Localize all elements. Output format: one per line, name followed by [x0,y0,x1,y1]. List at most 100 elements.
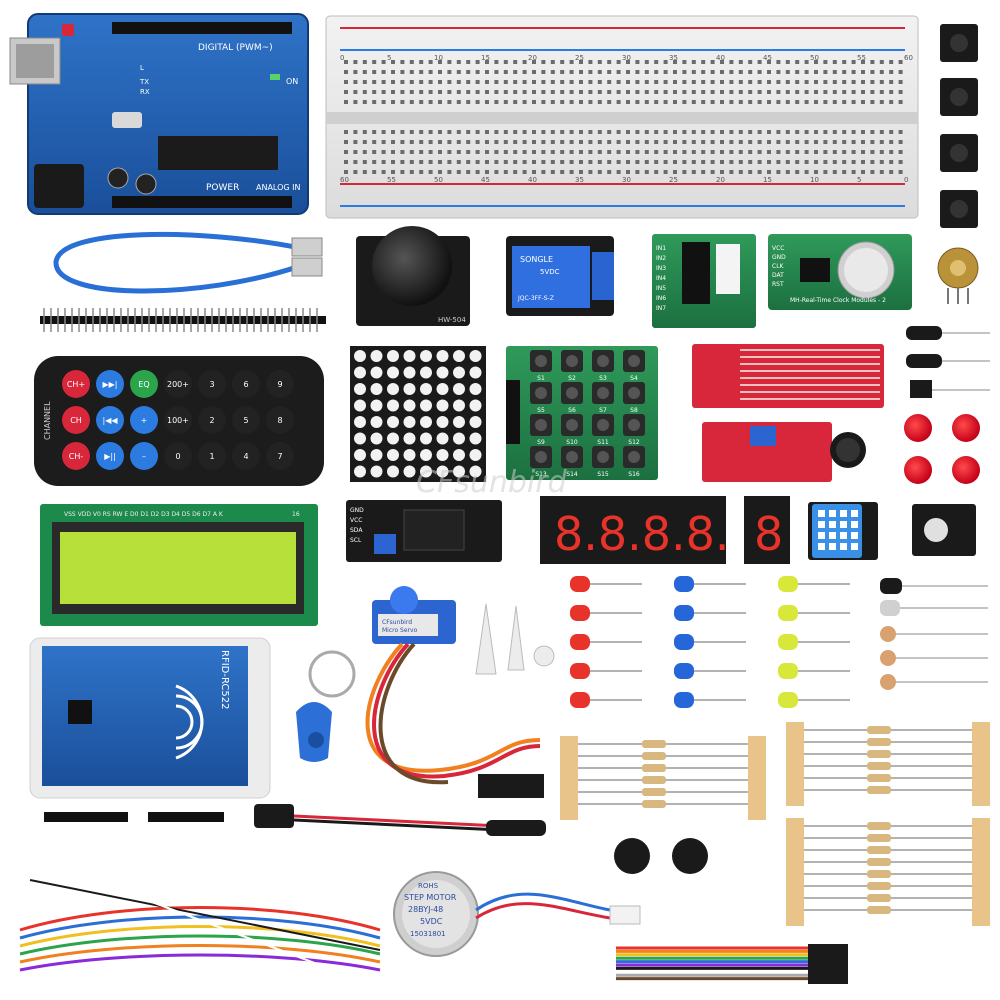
breadboard-hole [663,70,668,74]
breadboard-hole [701,60,706,64]
breadboard-hole [353,60,358,64]
breadboard-hole [522,170,527,174]
remote-button-label: 7 [277,452,282,461]
ribbon-connectors [808,944,848,984]
breadboard-hole [814,70,818,74]
breadboard-hole [682,170,687,174]
breadboard-hole [560,60,565,64]
arduino-l-label: L [140,64,144,72]
breadboard-hole [879,140,884,144]
breadboard-hole [532,160,536,164]
breadboard-hole [861,150,865,154]
breadboard-hole [710,160,715,164]
breadboard-hole [456,170,461,174]
breadboard-hole [447,80,452,84]
breadboard-hole [550,100,555,104]
breadboard-hole [372,100,377,104]
breadboard-hole [550,60,555,64]
breadboard-hole [870,130,875,134]
breadboard-col-number: 15 [763,176,772,184]
breadboard-hole [889,80,894,84]
breadboard-hole [447,70,452,74]
keypad-key-label: S4 [630,375,638,382]
matrix-dot [436,465,449,478]
resistor [867,738,891,746]
matrix-dot [403,449,416,461]
breadboard-hole [485,170,489,174]
breadboard-hole [579,170,583,174]
keypad-key-cap [566,451,578,463]
breadboard-hole [409,150,414,154]
remote-button-label: CH- [69,452,84,461]
matrix-dot [453,449,465,461]
breadboard-hole [381,160,386,164]
breadboard-hole [344,100,348,104]
dht-vent [840,532,847,539]
breadboard-hole [391,130,395,134]
led [674,634,694,650]
breadboard-hole [475,90,480,94]
matrix-dot [469,416,482,428]
breadboard-hole [635,80,640,84]
breadboard-hole [701,140,706,144]
breadboard-hole [428,150,433,154]
breadboard-col-number: 10 [810,176,819,184]
keypad-key-cap [597,355,609,367]
breadboard-hole [729,150,734,154]
breadboard-hole [701,70,706,74]
remote-button-label: 6 [243,380,248,389]
breadboard-hole [889,60,894,64]
breadboard-hole [372,150,377,154]
breadboard-hole [832,130,837,134]
breadboard-hole [738,70,743,74]
breadboard-hole [644,130,649,134]
male-headers [44,812,224,822]
breadboard-hole [776,60,781,64]
breadboard-hole [456,160,461,164]
breadboard-col-number: 20 [716,176,725,184]
led [674,663,694,679]
breadboard-hole [616,130,621,134]
breadboard-hole [889,170,894,174]
photoresistor [880,650,896,666]
breadboard-hole [804,60,809,64]
keypad-key-cap [597,419,609,431]
rtc-pin-label: VCC [772,245,784,252]
arduino-digital-label: DIGITAL (PWM~) [198,43,273,53]
breadboard-hole [898,100,903,104]
keypad-key-label: S6 [568,407,576,414]
breadboard-hole [673,80,677,84]
breadboard-col-number: 25 [669,176,678,184]
matrix-dot [453,465,465,478]
breadboard-hole [372,90,377,94]
breadboard-hole [579,70,583,74]
breadboard-hole [710,140,715,144]
breadboard-hole [569,70,574,74]
breadboard-hole [362,70,367,74]
breadboard-hole [607,100,612,104]
remote-button-label: ▶|| [104,452,116,461]
breadboard-hole [851,80,856,84]
breadboard-hole [757,150,762,154]
breadboard-hole [814,130,818,134]
breadboard-hole [494,70,499,74]
breadboard-col-number: 50 [434,176,443,184]
rtc-caption: MH-Real-Time Clock Modules - 2 [790,297,886,304]
breadboard-hole [438,80,442,84]
keypad-key-label: S3 [599,375,607,382]
remote-button-label: 2 [209,416,214,425]
breadboard-hole [795,100,800,104]
breadboard-hole [475,100,480,104]
breadboard-hole [898,80,903,84]
breadboard-hole [381,140,386,144]
stepper-serial: 15031801 [410,930,446,938]
breadboard-hole [419,130,424,134]
breadboard-hole [870,80,875,84]
matrix-dot [354,366,366,379]
breadboard-hole [607,80,612,84]
remote-button [62,370,90,398]
breadboard-hole [682,150,687,154]
i2c-pin-label: GND [350,507,364,514]
breadboard-hole [494,170,499,174]
breadboard-hole [607,90,612,94]
